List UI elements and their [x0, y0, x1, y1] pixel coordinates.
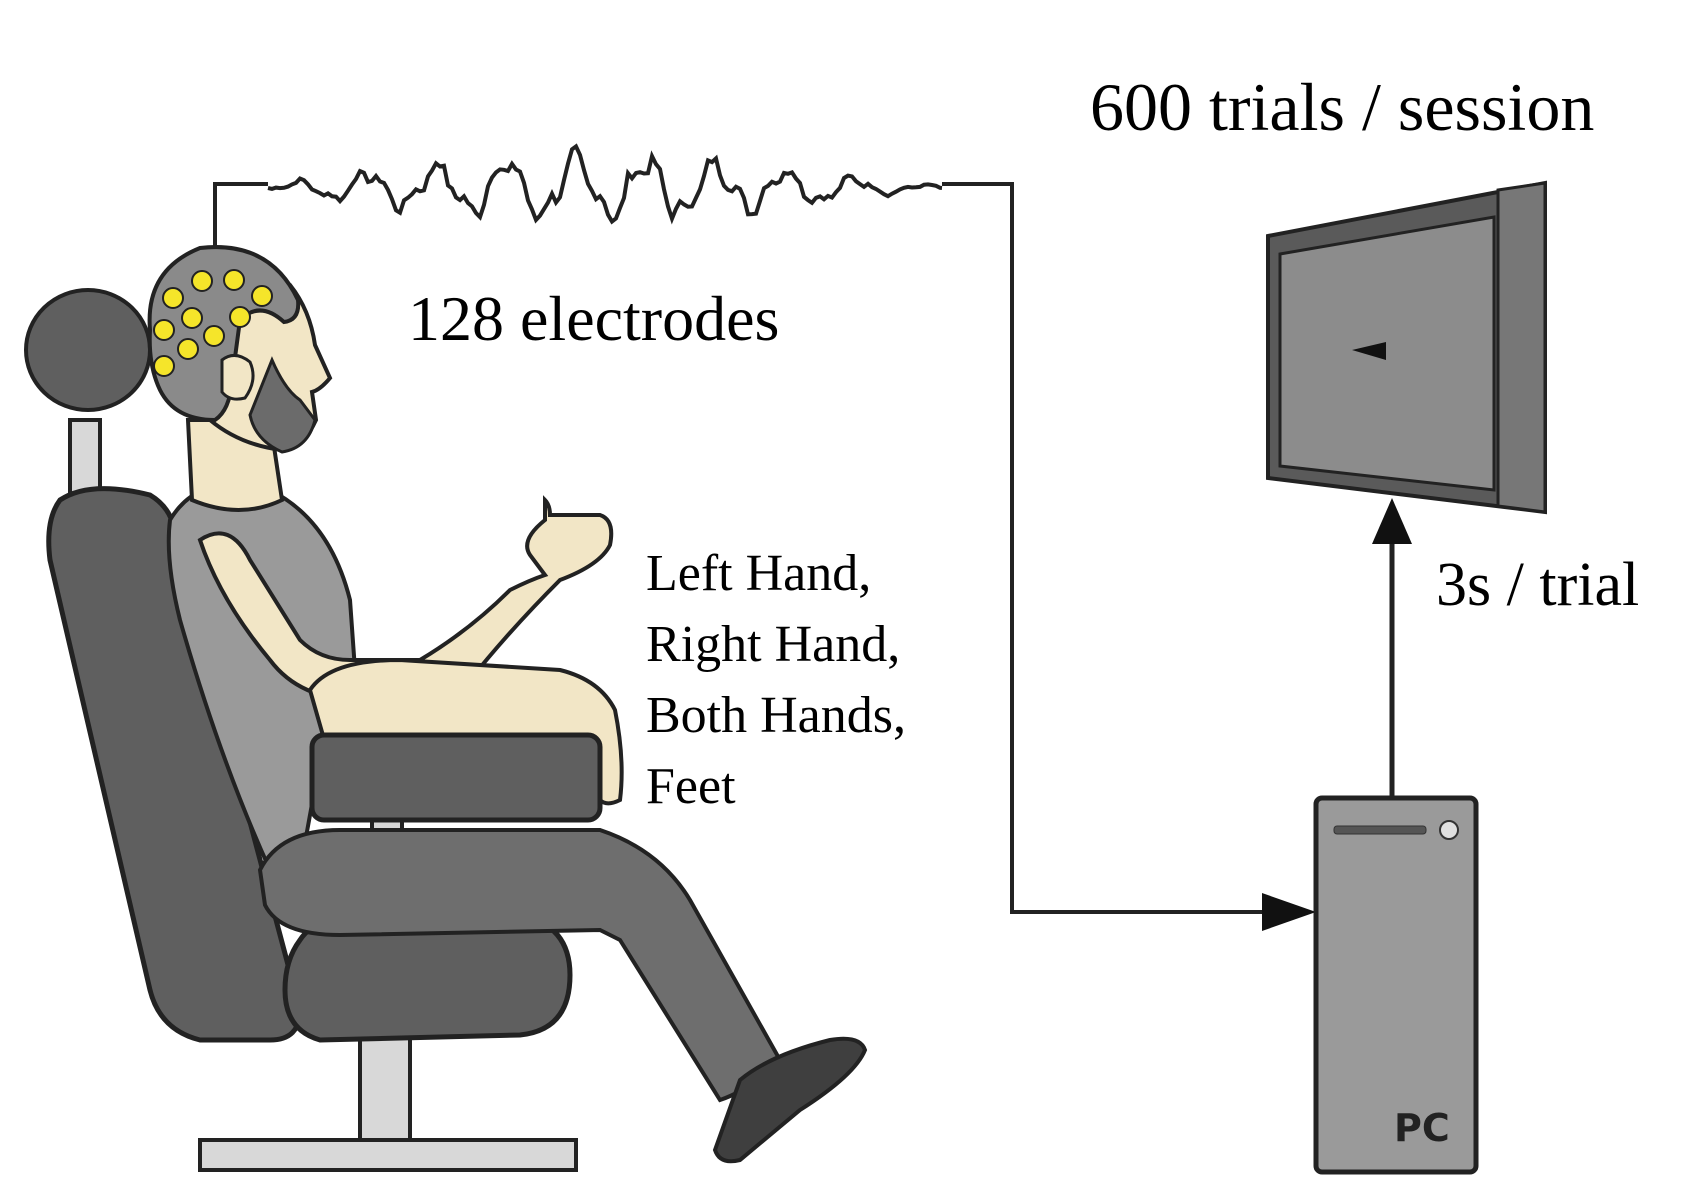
condition-left-hand: Left Hand, — [646, 545, 872, 602]
person-beard — [248, 356, 317, 454]
electrode — [191, 270, 213, 292]
electrode — [223, 269, 245, 291]
electrode — [153, 355, 175, 377]
electrode-array — [153, 269, 273, 377]
trials-per-session-label: 600 trials / session — [1090, 69, 1595, 145]
monitor — [1266, 180, 1547, 515]
chair-headrest — [24, 288, 152, 412]
electrode — [181, 307, 203, 329]
motor-imagery-conditions: Left Hand, Right Hand, Both Hands, Feet — [646, 538, 906, 822]
electrode — [153, 319, 175, 341]
condition-both-hands: Both Hands, — [646, 687, 906, 744]
arrow-to-monitor-icon — [1372, 498, 1412, 544]
eeg-wire-left — [213, 182, 268, 248]
condition-right-hand: Right Hand, — [646, 616, 901, 673]
chair-armrest — [309, 732, 603, 823]
monitor-side — [1496, 181, 1547, 514]
electrode — [229, 306, 251, 328]
pc-power-button — [1439, 820, 1459, 840]
monitor-screen — [1278, 215, 1496, 492]
electrode — [162, 287, 184, 309]
condition-feet: Feet — [646, 758, 736, 815]
eeg-wire-right — [942, 182, 1262, 914]
pc-drive-slot — [1333, 825, 1427, 835]
pc-tower — [1313, 795, 1479, 1175]
pc-case — [1313, 795, 1479, 1175]
electrode — [251, 285, 273, 307]
electrode — [203, 325, 225, 347]
chair-backrest — [46, 486, 303, 1043]
electrode-count-label: 128 electrodes — [408, 283, 780, 354]
trial-duration-label: 3s / trial — [1436, 551, 1640, 619]
arrow-to-pc-icon — [1262, 893, 1316, 931]
pc-label: PC — [1394, 1106, 1450, 1150]
eeg-signal-wave — [267, 143, 943, 225]
person-shoe — [712, 1036, 868, 1164]
person-ear — [220, 354, 255, 401]
electrode — [177, 338, 199, 360]
left-arrow-cue-icon — [1352, 342, 1386, 360]
